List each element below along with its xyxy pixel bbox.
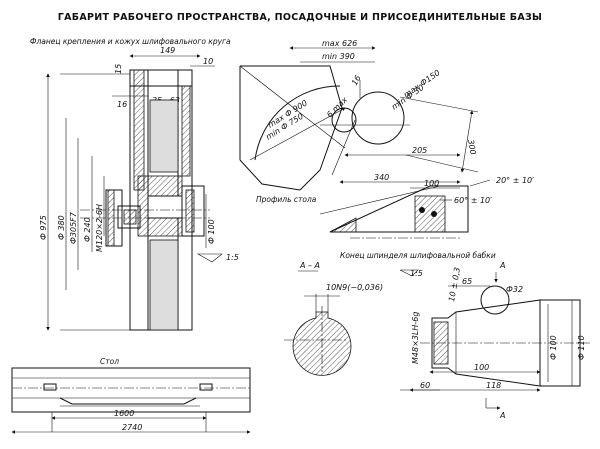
dim-118: 118 bbox=[486, 381, 501, 390]
dim-thread: M48×3LH-6g bbox=[411, 312, 420, 364]
dim-10: 10 bbox=[203, 57, 213, 66]
spindle-taper: 1:5 bbox=[410, 269, 423, 278]
spindle-head-caption: Конец шпинделя шлифовальной бабки bbox=[340, 251, 496, 260]
dim-max626: max 626 bbox=[322, 39, 357, 48]
flange-caption: Фланец крепления и кожух шлифовального к… bbox=[30, 37, 231, 46]
dim-16-top: 16 bbox=[350, 74, 363, 87]
dim-205: 205 bbox=[412, 146, 427, 155]
dim-16: 16 bbox=[117, 100, 127, 109]
dim-phi110: Ф 110 bbox=[577, 335, 586, 360]
spindle-head-view: 340 100 20° ± 10′ 60° ± 10′ Конец шпинде… bbox=[319, 173, 534, 260]
dim-100-end: 100 bbox=[474, 363, 489, 372]
dim-taper: 1:5 bbox=[226, 253, 239, 262]
section-mark-a-top: A bbox=[499, 261, 505, 270]
dim-m120: M120×2-6H bbox=[95, 204, 104, 252]
dim-10-03: 10 ± 0,3 bbox=[447, 267, 462, 303]
dim-2740: 2740 bbox=[122, 423, 142, 432]
dim-phi240: Ф 240 bbox=[83, 217, 92, 242]
dim-phi32: Ф32 bbox=[506, 285, 523, 294]
dim-phi100: Ф 100 bbox=[207, 219, 216, 244]
sheet-title: ГАБАРИТ РАБОЧЕГО ПРОСТРАНСТВА, ПОСАДОЧНЫ… bbox=[58, 12, 542, 23]
dim-max150: max Ф150 bbox=[402, 68, 442, 100]
dim-340: 340 bbox=[374, 173, 389, 182]
section-aa-title: A – A bbox=[299, 261, 320, 270]
dim-angle20: 20° ± 10′ bbox=[496, 176, 534, 185]
dim-min390: min 390 bbox=[322, 52, 355, 61]
dim-phi975: Ф 975 bbox=[39, 215, 48, 240]
table-caption: Стол bbox=[100, 357, 119, 366]
section-key: 10N9(−0,036) bbox=[326, 283, 383, 292]
section-aa: A – A 10N9(−0,036) bbox=[284, 261, 383, 376]
dim-65: 65 bbox=[462, 277, 472, 286]
table-profile-caption: Профиль стола bbox=[256, 195, 317, 204]
dim-1600: 1600 bbox=[114, 409, 134, 418]
section-mark-a-bottom: A bbox=[499, 411, 505, 420]
table-view: Стол 1600 2740 bbox=[11, 357, 251, 434]
dim-max6: 6 max bbox=[325, 95, 349, 119]
dim-300: 300 bbox=[466, 139, 478, 156]
dim-phi100-end: Ф 100 bbox=[549, 335, 558, 360]
dim-angle60: 60° ± 10′ bbox=[454, 196, 492, 205]
table-profile-view: max 626 min 390 16 max Ф 900 min Ф 750 6… bbox=[239, 39, 479, 204]
dim-100-head: 100 bbox=[424, 179, 439, 188]
dim-149: 149 bbox=[160, 46, 175, 55]
dim-60: 60 bbox=[420, 381, 430, 390]
dim-15: 15 bbox=[114, 64, 123, 74]
spindle-end-view: 1:5 65 Ф32 A 10 ± 0,3 M48×3LH-6g Ф 100 Ф… bbox=[399, 261, 590, 420]
dim-phi305f7: Ф305F7 bbox=[69, 211, 78, 244]
dim-phi380: Ф 380 bbox=[57, 215, 66, 240]
flange-view: Фланец крепления и кожух шлифовального к… bbox=[30, 37, 239, 331]
